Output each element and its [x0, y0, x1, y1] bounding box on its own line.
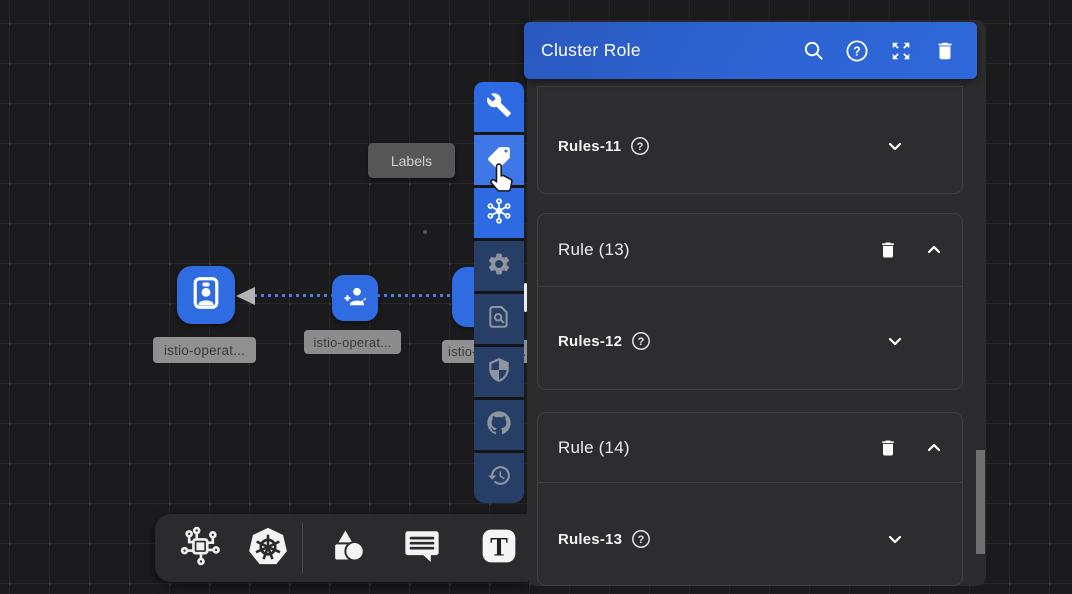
side-toolbar-github[interactable] [474, 400, 524, 450]
circuit-tool-button[interactable] [170, 514, 230, 582]
chevron-down-icon[interactable] [883, 134, 907, 158]
svg-text:?: ? [638, 534, 645, 546]
help-icon[interactable]: ? [630, 136, 650, 156]
rule-13-title: Rule (13) [558, 240, 630, 259]
trash-icon[interactable] [878, 240, 898, 260]
github-icon [485, 409, 513, 442]
side-toolbar-document-scan[interactable] [474, 294, 524, 344]
rules-11-row: Rules-11 ? [538, 131, 962, 161]
hand-cursor [487, 162, 517, 201]
rule-14-title: Rule (14) [558, 437, 630, 457]
comment-icon [400, 524, 444, 573]
side-toolbar [474, 82, 524, 503]
tag-icon [486, 145, 512, 176]
canvas-dot [423, 230, 427, 234]
shapes-icon [324, 523, 370, 574]
node-label[interactable]: istio-operat... [304, 330, 401, 354]
edge-dotted-line [377, 294, 454, 297]
svg-text:?: ? [638, 336, 645, 348]
side-toolbar-settings[interactable] [474, 241, 524, 291]
help-icon[interactable]: ? [845, 39, 869, 63]
rules-11-label: Rules-11 [558, 137, 622, 155]
panel-header: Cluster Role ? [524, 22, 977, 79]
rules-13-row: Rules-13 ? [538, 524, 962, 554]
comment-tool-button[interactable] [392, 514, 452, 582]
expand-icon[interactable] [889, 39, 913, 63]
cluster-role-panel: Rules-11 ? Rule (13) Rules- [527, 20, 986, 586]
id-badge-icon [187, 274, 225, 317]
rules-12-label: Rules-12 [558, 332, 623, 350]
divider [538, 286, 962, 287]
wrench-icon [486, 92, 512, 123]
svg-text:?: ? [853, 44, 861, 58]
document-search-icon [486, 304, 512, 335]
search-icon[interactable] [801, 39, 825, 63]
rules-13-label: Rules-13 [558, 530, 623, 548]
history-icon [487, 463, 512, 493]
panel-scrollbar-thumb[interactable] [976, 450, 985, 554]
help-icon[interactable]: ? [631, 331, 651, 351]
rule-14-header[interactable]: Rule (14) [538, 413, 962, 482]
node-cluster-role-binding[interactable] [332, 275, 378, 321]
text-tool-glyph: T [490, 531, 508, 561]
trash-icon[interactable] [878, 438, 898, 458]
panel-left-scroll-handle[interactable] [524, 283, 527, 312]
chevron-up-icon[interactable] [922, 238, 946, 262]
rule-14-card: Rule (14) Rules-13 ? [537, 412, 963, 586]
edge-arrowhead [236, 287, 255, 305]
rule-13-header[interactable]: Rule (13) [538, 214, 962, 286]
kubernetes-tool-button[interactable] [238, 514, 298, 582]
shield-icon [486, 357, 512, 388]
rules-12-row: Rules-12 ? [538, 326, 962, 356]
toolbar-divider [302, 523, 303, 573]
hub-icon [485, 197, 513, 230]
rule-13-card: Rule (13) Rules-12 ? [537, 213, 963, 390]
chevron-down-icon[interactable] [883, 527, 907, 551]
tooltip-text: Labels [390, 152, 433, 169]
side-toolbar-security[interactable] [474, 347, 524, 397]
gear-icon [486, 251, 512, 282]
kubernetes-icon [244, 522, 292, 575]
user-add-icon [340, 281, 370, 316]
edge-dotted-line [254, 294, 334, 297]
text-icon: T [477, 524, 521, 573]
circuit-icon [177, 523, 223, 574]
side-toolbar-history[interactable] [474, 453, 524, 503]
text-tool-button[interactable]: T [470, 514, 528, 582]
labels-tooltip: Labels [368, 143, 455, 178]
trash-icon[interactable] [933, 39, 957, 63]
chevron-down-icon[interactable] [883, 329, 907, 353]
chevron-up-icon[interactable] [922, 436, 946, 460]
node-service-account[interactable] [177, 266, 235, 324]
node-label[interactable]: istio-operat... [153, 337, 256, 363]
side-toolbar-mesh[interactable] [474, 188, 524, 238]
svg-text:?: ? [637, 141, 644, 153]
help-icon[interactable]: ? [631, 529, 651, 549]
shapes-tool-button[interactable] [317, 514, 377, 582]
panel-title: Cluster Role [541, 40, 641, 60]
rules-11-card: Rules-11 ? [537, 86, 963, 194]
divider [538, 482, 962, 483]
bottom-toolbar: T [155, 514, 528, 582]
side-toolbar-tools[interactable] [474, 82, 524, 132]
